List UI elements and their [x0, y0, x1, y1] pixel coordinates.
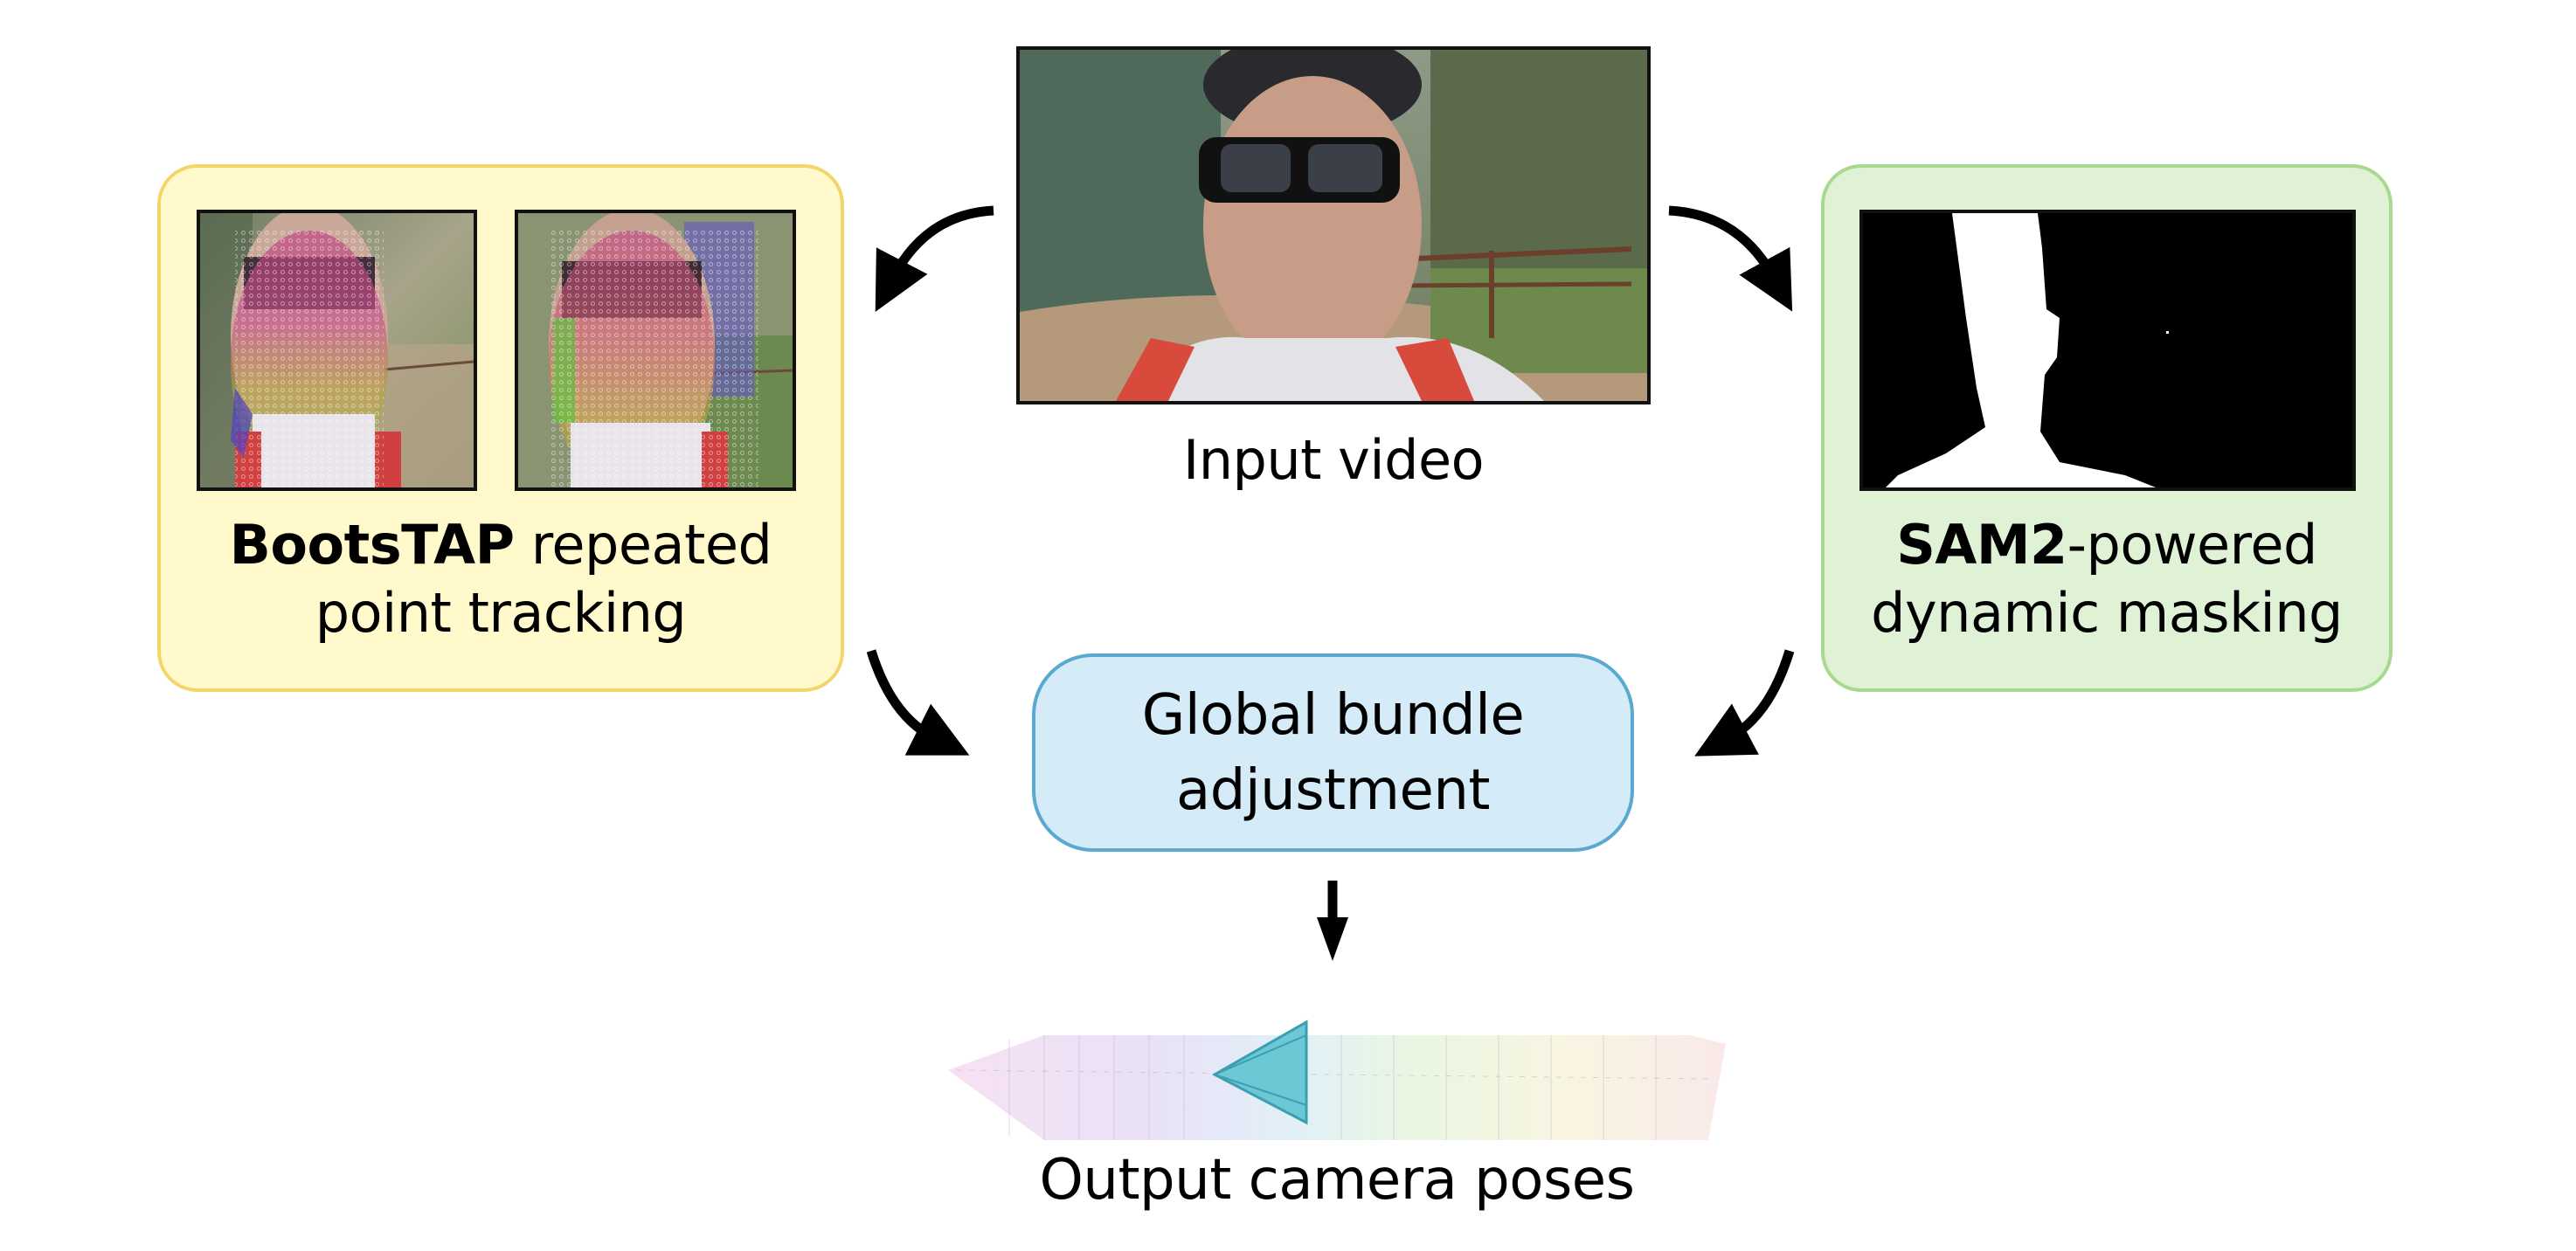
tracked-frame-1-image — [200, 213, 474, 487]
masking-label-line2: dynamic masking — [1871, 581, 2343, 645]
tracked-frame-2-image — [518, 213, 793, 487]
arrow-input-to-tracking — [875, 205, 994, 313]
arrow-masking-to-bundle — [1694, 649, 1795, 757]
bundle-label-line2: adjustment — [1176, 757, 1491, 823]
arrow-tracking-to-bundle — [866, 649, 970, 756]
input-video-frame — [1016, 46, 1651, 404]
mask-frame — [1859, 210, 2356, 491]
tracking-label: BootsTAP repeated point tracking — [157, 511, 844, 647]
input-video-label: Input video — [1182, 428, 1485, 492]
arrow-bundle-to-output — [1317, 881, 1348, 961]
camera-poses-visualization — [948, 1019, 1726, 1140]
tracked-frame-1 — [197, 210, 477, 491]
masking-label: SAM2-powered dynamic masking — [1821, 511, 2392, 647]
mask-image — [1863, 213, 2352, 487]
tracked-frame-2 — [515, 210, 796, 491]
input-video-image — [1020, 50, 1647, 401]
bundle-adjustment-box: Global bundle adjustment — [1032, 653, 1634, 852]
arrow-input-to-masking — [1668, 205, 1793, 312]
tracking-label-rest: repeated — [514, 513, 772, 577]
tracking-label-bold: BootsTAP — [229, 513, 515, 577]
masking-label-rest: -powered — [2067, 513, 2318, 577]
tracking-label-line2: point tracking — [315, 581, 687, 645]
bundle-label-line1: Global bundle — [1141, 682, 1525, 748]
masking-label-bold: SAM2 — [1896, 513, 2067, 577]
output-poses-label: Output camera poses — [1039, 1148, 1636, 1213]
